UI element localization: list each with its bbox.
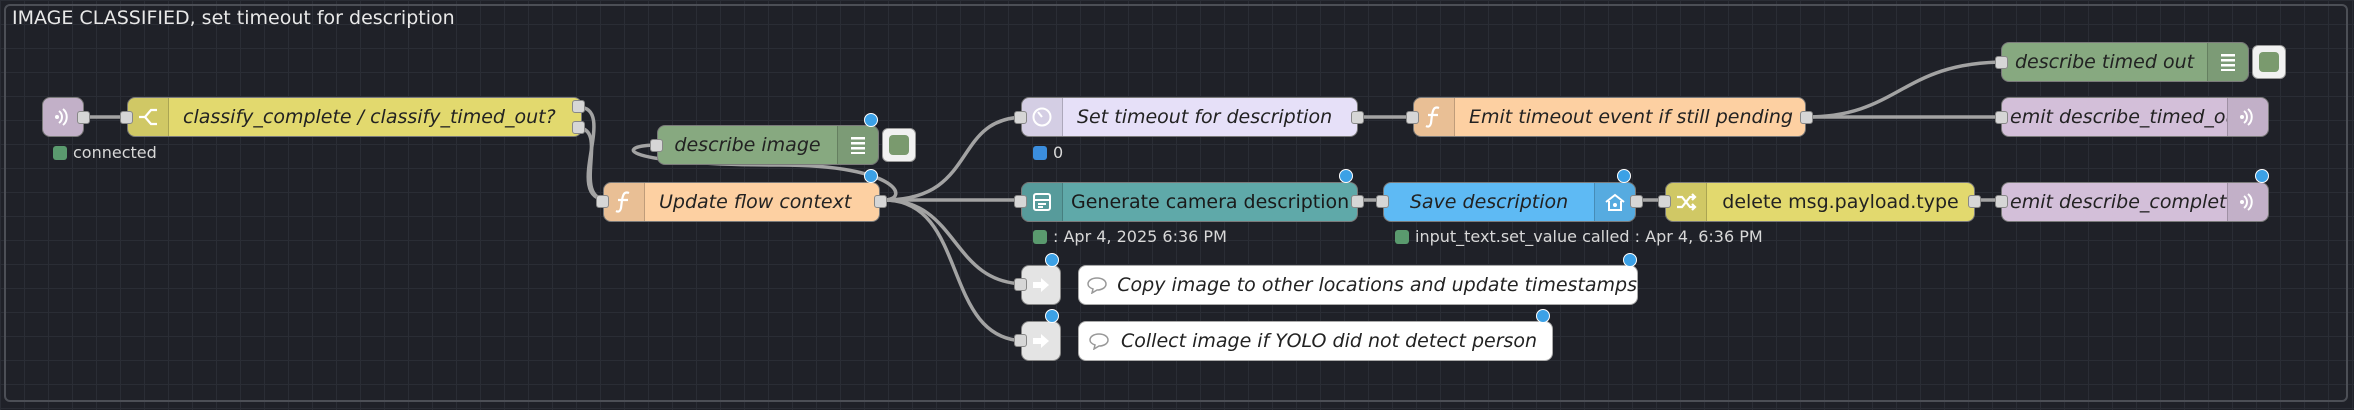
status-dot-green bbox=[53, 145, 67, 160]
function-icon bbox=[604, 183, 645, 221]
describe-timed-out-debug-node[interactable]: describe timed out bbox=[2001, 42, 2249, 82]
comment-icon bbox=[1079, 276, 1115, 294]
set-timeout-status: 0 bbox=[1033, 143, 1063, 162]
changed-indicator-dot bbox=[2255, 169, 2269, 183]
home-assistant-icon bbox=[1594, 183, 1635, 221]
timer-icon bbox=[1022, 98, 1063, 136]
copy-image-label: Copy image to other locations and update… bbox=[1117, 274, 1637, 296]
generate-description-status-text: : Apr 4, 2025 6:36 PM bbox=[1053, 227, 1227, 246]
update-flow-context-node[interactable]: Update flow context bbox=[603, 182, 880, 222]
changed-indicator-dot bbox=[1617, 169, 1631, 183]
describe-image-toggle-button[interactable] bbox=[882, 128, 916, 162]
link-copy-in-port[interactable] bbox=[1014, 278, 1027, 291]
switch-icon bbox=[128, 98, 169, 136]
save-description-status-text: input_text.set_value called : Apr 4, 6:3… bbox=[1415, 227, 1763, 246]
describe-image-in-port[interactable] bbox=[650, 139, 663, 152]
emit-timeout-event-label: Emit timeout event if still pending bbox=[1469, 106, 1793, 128]
set-timeout-label: Set timeout for description bbox=[1077, 106, 1333, 128]
status-dot-green bbox=[1033, 229, 1047, 244]
emit-describe-timed-out-label: emit describe_timed_out bbox=[2010, 106, 2227, 128]
delete-payload-type-in-port[interactable] bbox=[1658, 195, 1671, 208]
link-out-node-collect[interactable] bbox=[1021, 321, 1061, 361]
websocket-out-port[interactable] bbox=[77, 111, 90, 124]
changed-indicator-dot bbox=[1045, 253, 1059, 267]
describe-image-label: describe image bbox=[674, 134, 821, 156]
save-description-status: input_text.set_value called : Apr 4, 6:3… bbox=[1395, 227, 1763, 246]
emit-describe-complete-node[interactable]: emit describe_complete bbox=[2001, 182, 2269, 222]
list-icon bbox=[2207, 43, 2248, 81]
classify-switch-node[interactable]: classify_complete / classify_timed_out? bbox=[127, 97, 582, 137]
save-description-in-port[interactable] bbox=[1376, 195, 1389, 208]
api-icon bbox=[1022, 183, 1063, 221]
generate-description-in-port[interactable] bbox=[1014, 195, 1027, 208]
set-timeout-in-port[interactable] bbox=[1014, 111, 1027, 124]
group-label: IMAGE CLASSIFIED, set timeout for descri… bbox=[12, 7, 455, 29]
describe-timed-out-label: describe timed out bbox=[2014, 51, 2195, 73]
update-flow-label: Update flow context bbox=[659, 191, 852, 213]
delete-payload-type-out-port[interactable] bbox=[1968, 195, 1981, 208]
comment-icon bbox=[1079, 332, 1119, 350]
emit-describe-timed-out-in-port[interactable] bbox=[1995, 111, 2008, 124]
wire-update-to-set-timeout bbox=[882, 115, 1028, 202]
generate-description-node[interactable]: Generate camera description bbox=[1021, 182, 1358, 222]
link-out-icon bbox=[1033, 334, 1049, 348]
generate-description-label: Generate camera description bbox=[1071, 191, 1350, 213]
changed-indicator-dot bbox=[864, 169, 878, 183]
websocket-icon bbox=[43, 98, 83, 136]
broadcast-icon bbox=[2227, 183, 2268, 221]
emit-describe-complete-in-port[interactable] bbox=[1995, 195, 2008, 208]
wire-update-to-collect bbox=[882, 198, 1028, 343]
copy-image-comment[interactable]: Copy image to other locations and update… bbox=[1078, 265, 1638, 305]
describe-image-debug-node[interactable]: describe image bbox=[657, 125, 879, 165]
link-out-icon bbox=[1033, 278, 1049, 292]
generate-description-status: : Apr 4, 2025 6:36 PM bbox=[1033, 227, 1227, 246]
emit-describe-timed-out-node[interactable]: emit describe_timed_out bbox=[2001, 97, 2269, 137]
link-out-node-copy[interactable] bbox=[1021, 265, 1061, 305]
set-timeout-out-port[interactable] bbox=[1351, 111, 1364, 124]
classify-out-port-1[interactable] bbox=[572, 100, 585, 113]
delete-payload-type-label: delete msg.payload.type bbox=[1722, 191, 1959, 213]
set-timeout-delay-node[interactable]: Set timeout for description bbox=[1021, 97, 1358, 137]
status-dot-green bbox=[1395, 229, 1409, 244]
emit-timeout-event-out-port[interactable] bbox=[1800, 111, 1813, 124]
emit-timeout-event-node[interactable]: Emit timeout event if still pending bbox=[1413, 97, 1806, 137]
changed-indicator-dot bbox=[1623, 253, 1637, 267]
emit-describe-complete-label: emit describe_complete bbox=[2010, 191, 2227, 213]
set-timeout-status-text: 0 bbox=[1053, 143, 1064, 162]
flow-group[interactable] bbox=[4, 4, 2348, 402]
delete-payload-type-node[interactable]: delete msg.payload.type bbox=[1665, 182, 1975, 222]
describe-timed-out-in-port[interactable] bbox=[1995, 56, 2008, 69]
update-flow-out-port[interactable] bbox=[874, 195, 887, 208]
shuffle-icon bbox=[1666, 183, 1707, 221]
changed-indicator-dot bbox=[1045, 309, 1059, 323]
collect-image-comment[interactable]: Collect image if YOLO did not detect per… bbox=[1078, 321, 1553, 361]
websocket-in-node[interactable] bbox=[42, 97, 84, 137]
changed-indicator-dot bbox=[1536, 309, 1550, 323]
function-icon bbox=[1414, 98, 1455, 136]
classify-label: classify_complete / classify_timed_out? bbox=[183, 106, 556, 128]
save-description-label: Save description bbox=[1409, 191, 1569, 213]
save-description-node[interactable]: Save description bbox=[1383, 182, 1636, 222]
save-description-out-port[interactable] bbox=[1630, 195, 1643, 208]
classify-out-port-2[interactable] bbox=[572, 121, 585, 134]
describe-timed-out-toggle-button[interactable] bbox=[2252, 45, 2286, 79]
classify-in-port[interactable] bbox=[120, 111, 133, 124]
status-dot-blue bbox=[1033, 145, 1047, 160]
list-icon bbox=[837, 126, 878, 164]
generate-description-out-port[interactable] bbox=[1351, 195, 1364, 208]
emit-timeout-event-in-port[interactable] bbox=[1406, 111, 1419, 124]
update-flow-in-port[interactable] bbox=[596, 195, 609, 208]
link-collect-in-port[interactable] bbox=[1014, 334, 1027, 347]
websocket-status-text: connected bbox=[73, 143, 157, 162]
broadcast-icon bbox=[2227, 98, 2268, 136]
collect-image-label: Collect image if YOLO did not detect per… bbox=[1121, 330, 1538, 352]
changed-indicator-dot bbox=[864, 113, 878, 127]
websocket-status: connected bbox=[53, 143, 157, 162]
wire-emit-event-to-timed-out bbox=[1804, 60, 2008, 119]
changed-indicator-dot bbox=[1339, 169, 1353, 183]
